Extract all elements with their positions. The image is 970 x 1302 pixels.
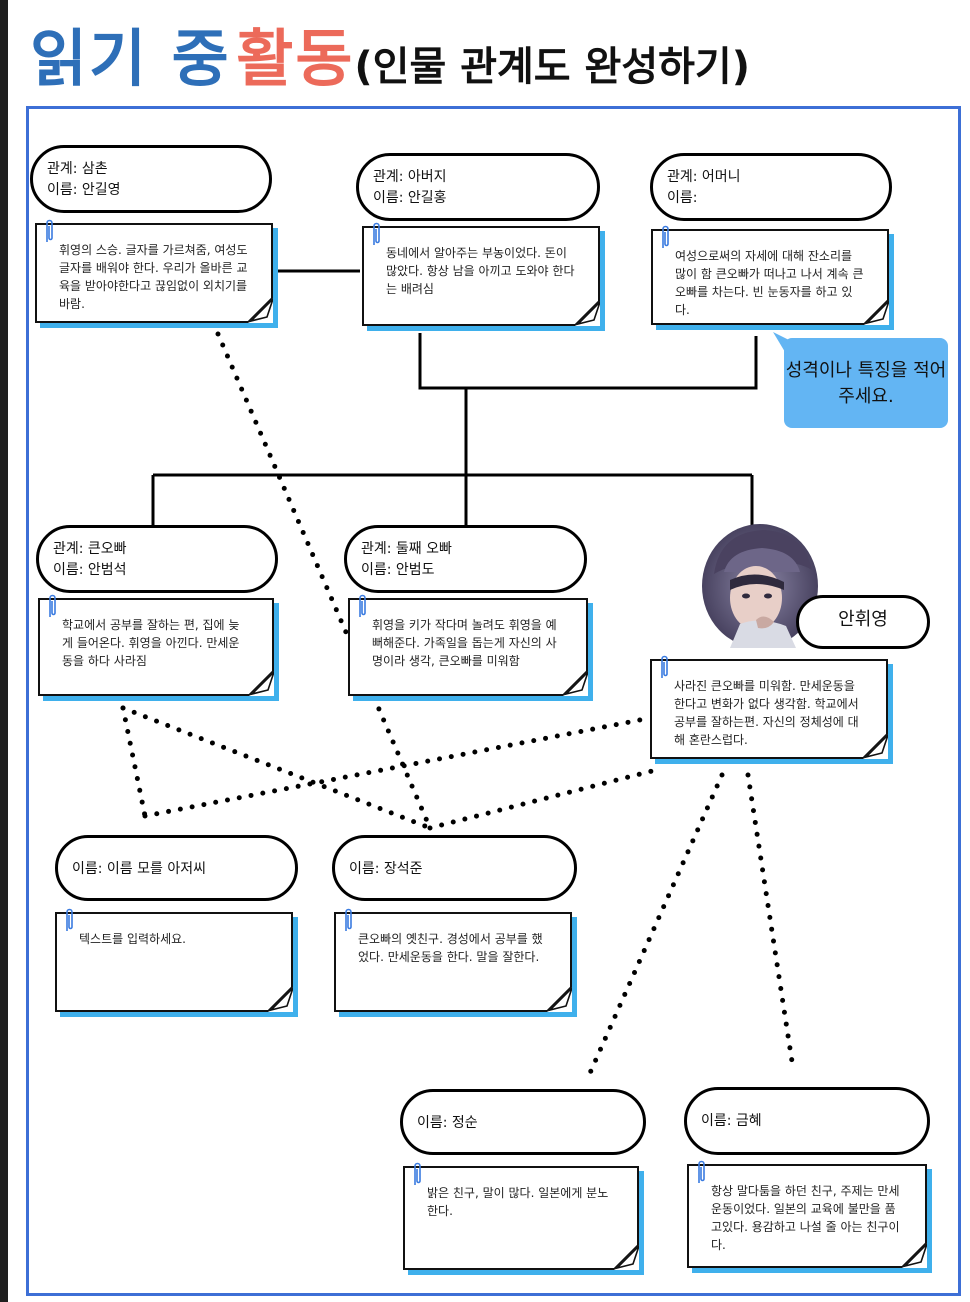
jang-heroine-dotted [427, 767, 659, 831]
relation-label: 관계: 둘째 오빠 [361, 541, 452, 557]
page-curl-icon [248, 670, 274, 696]
heroine-name: 안휘영 [838, 609, 888, 630]
note-unknown-man[interactable]: 텍스트를 입력하세요. [55, 908, 293, 1012]
eldest-jang-dotted [120, 705, 433, 831]
paperclip-icon [49, 594, 56, 617]
note-text: 동네에서 알아주는 부농이었다. 돈이 많았다. 항상 남을 아끼고 도와야 한… [386, 246, 575, 296]
name-label: 이름: 안길홍 [373, 190, 447, 206]
name-label: 이름: 장석준 [349, 861, 423, 877]
header-geumhye: 이름: 금혜 [684, 1087, 930, 1155]
diagram-frame [26, 106, 961, 1296]
note-text: 여성으로써의 자세에 대해 잔소리를 많이 함 큰오빠가 떠나고 나서 계속 큰… [675, 249, 864, 317]
name-label: 이름: 안길영 [47, 182, 121, 198]
header-father: 관계: 아버지 이름: 안길홍 [356, 153, 600, 221]
note-mother[interactable]: 여성으로써의 자세에 대해 잔소리를 많이 함 큰오빠가 떠나고 나서 계속 큰… [651, 225, 889, 325]
note-jang[interactable]: 큰오빠의 옛친구. 경성에서 공부를 했었다. 만세운동을 한다. 말을 잘한다… [334, 908, 572, 1012]
title-part-activity: 활동 [236, 22, 355, 95]
note-text: 큰오빠의 옛친구. 경성에서 공부를 했었다. 만세운동을 한다. 말을 잘한다… [358, 932, 543, 964]
title-part-subtitle: (인물 관계도 완성하기) [354, 44, 751, 90]
note-text: 휘영을 키가 작다며 놀려도 휘영을 예뻐해준다. 가족일을 돕는게 자신의 사… [372, 618, 557, 668]
page-curl-icon [574, 300, 600, 326]
name-label: 이름: 안범석 [53, 562, 127, 578]
note-eldest-brother[interactable]: 학교에서 공부를 잘하는 편, 집에 늦게 들어온다. 휘영을 아낀다. 만세운… [38, 594, 274, 696]
name-label: 이름: 안범도 [361, 562, 435, 578]
paperclip-icon [359, 594, 366, 617]
eldest-unknown-dotted [120, 705, 148, 819]
note-second-brother[interactable]: 휘영을 키가 작다며 놀려도 휘영을 예뻐해준다. 가족일을 돕는게 자신의 사… [348, 594, 588, 696]
paperclip-icon [345, 908, 352, 931]
header-eldest-brother: 관계: 큰오빠 이름: 안범석 [36, 525, 278, 593]
note-geumhye[interactable]: 항상 말다툼을 하던 친구, 주제는 만세운동이었다. 일본의 교육에 불만을 … [687, 1160, 927, 1268]
page-curl-icon [863, 299, 889, 325]
note-text: 텍스트를 입력하세요. [79, 932, 186, 946]
note-heroine[interactable]: 사라진 큰오빠를 미워함. 만세운동을 한다고 변화가 없다 생각함. 학교에서… [650, 655, 888, 759]
page-curl-icon [247, 297, 273, 323]
name-label: 이름: [667, 190, 698, 206]
left-edge-strip [0, 0, 8, 1302]
header-uncle: 관계: 삼촌 이름: 안길영 [30, 145, 272, 213]
note-text: 사라진 큰오빠를 미워함. 만세운동을 한다고 변화가 없다 생각함. 학교에서… [674, 679, 859, 747]
relation-label: 관계: 큰오빠 [53, 541, 127, 557]
header-second-brother: 관계: 둘째 오빠 이름: 안범도 [344, 525, 587, 593]
heroine-geumhye-dotted [745, 772, 796, 1071]
paperclip-icon [414, 1162, 421, 1185]
name-label: 이름: 이름 모를 아저씨 [72, 861, 206, 877]
note-jeongsun[interactable]: 밝은 친구, 말이 많다. 일본에게 분노한다. [403, 1162, 639, 1270]
note-text: 항상 말다툼을 하던 친구, 주제는 만세운동이었다. 일본의 교육에 불만을 … [711, 1184, 900, 1252]
title-part-reading: 읽기 중 [30, 22, 231, 95]
header-unknown-man: 이름: 이름 모를 아저씨 [55, 835, 298, 901]
note-text: 휘영의 스승. 글자를 가르쳐줌, 여성도 글자를 배워야 한다. 우리가 올바… [59, 243, 248, 311]
note-text: 밝은 친구, 말이 많다. 일본에게 분노한다. [427, 1186, 609, 1218]
page-curl-icon [901, 1242, 927, 1268]
page-curl-icon [862, 733, 888, 759]
paperclip-icon [46, 219, 53, 242]
header-mother: 관계: 어머니 이름: [650, 153, 892, 221]
paperclip-icon [66, 908, 73, 931]
page-curl-icon [562, 670, 588, 696]
note-uncle[interactable]: 휘영의 스승. 글자를 가르쳐줌, 여성도 글자를 배워야 한다. 우리가 올바… [35, 219, 273, 323]
parents-line [418, 333, 758, 390]
heroine-name-pill: 안휘영 [796, 595, 930, 649]
page-title: 읽기 중 활동(인물 관계도 완성하기) [30, 8, 751, 95]
name-label: 이름: 정순 [417, 1115, 478, 1131]
paperclip-icon [698, 1160, 705, 1183]
unknown-heroine-dotted [142, 717, 643, 819]
relation-label: 관계: 어머니 [667, 169, 741, 185]
hint-bubble: 성격이나 특징을 적어주세요. [784, 338, 948, 428]
page-curl-icon [546, 986, 572, 1012]
relation-label: 관계: 삼촌 [47, 161, 108, 177]
header-jang: 이름: 장석준 [332, 835, 577, 901]
name-label: 이름: 금혜 [701, 1113, 762, 1129]
note-father[interactable]: 동네에서 알아주는 부농이었다. 돈이 많았다. 항상 남을 아끼고 도와야 한… [362, 222, 600, 326]
paperclip-icon [662, 225, 669, 248]
relation-label: 관계: 아버지 [373, 169, 447, 185]
header-jeongsun: 이름: 정순 [400, 1089, 646, 1155]
page-curl-icon [267, 986, 293, 1012]
paperclip-icon [373, 222, 380, 245]
note-text: 학교에서 공부를 잘하는 편, 집에 늦게 들어온다. 휘영을 아낀다. 만세운… [62, 618, 240, 668]
paperclip-icon [661, 655, 668, 678]
heroine-jeongsun-dotted [583, 772, 725, 1085]
page-curl-icon [613, 1244, 639, 1270]
heroine-portrait [702, 524, 818, 648]
